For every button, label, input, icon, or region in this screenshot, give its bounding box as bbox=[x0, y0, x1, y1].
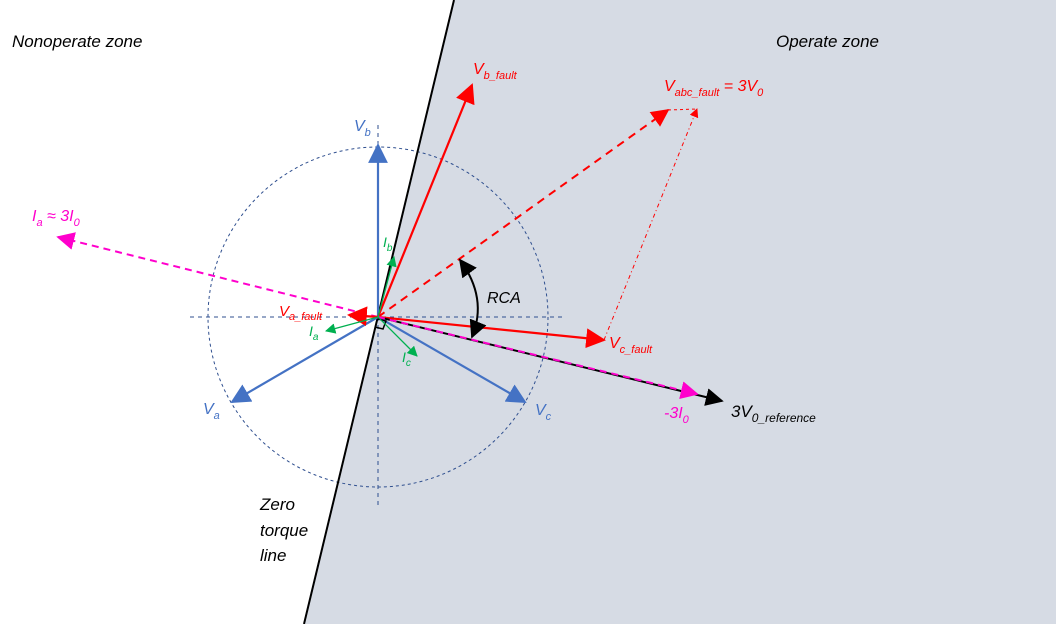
vc-label: Vc bbox=[535, 402, 552, 423]
vabc-fault-label: Vabc_fault = 3V0 bbox=[664, 78, 764, 99]
vb-fault-phasor bbox=[376, 83, 475, 318]
va-fault-label: Va_fault bbox=[279, 303, 323, 323]
ia-label: Ia bbox=[309, 323, 319, 343]
ref-phasor bbox=[377, 316, 724, 406]
vc-fault-phasor bbox=[377, 315, 606, 349]
ia-3i0-phasor bbox=[56, 232, 379, 318]
rca-label: RCA bbox=[487, 290, 521, 307]
operate-zone-label: Operate zone bbox=[776, 32, 879, 51]
ia-phasor bbox=[324, 316, 379, 334]
ib-label: Ib bbox=[383, 234, 393, 254]
vc-phasor bbox=[377, 316, 527, 403]
ic-phasor bbox=[377, 316, 418, 357]
right-angle-marker bbox=[374, 318, 387, 330]
va-fault-phasor bbox=[347, 306, 379, 327]
zero-torque-label-2: torque bbox=[260, 521, 308, 540]
zero-torque-label-1: Zero bbox=[259, 495, 295, 514]
vabc-fault-phasor bbox=[377, 108, 670, 318]
vabc-construction-vertical bbox=[603, 108, 699, 341]
vabc-construction-horizontal bbox=[667, 108, 698, 111]
operate-zone-region bbox=[304, 0, 1056, 624]
neg-3i0-phasor bbox=[377, 316, 699, 399]
rca-arc bbox=[458, 258, 487, 339]
ref-label: 3V0_reference bbox=[731, 402, 816, 425]
neg-3i0-label: -3I0 bbox=[664, 405, 690, 426]
nonoperate-zone-label: Nonoperate zone bbox=[12, 32, 142, 51]
ib-phasor bbox=[377, 255, 397, 318]
zero-torque-label-3: line bbox=[260, 546, 286, 565]
ic-label: Ic bbox=[402, 349, 411, 369]
vb-fault-label: Vb_fault bbox=[473, 61, 518, 82]
ia-3i0-label: Ia ≈ 3I0 bbox=[32, 208, 81, 229]
va-phasor bbox=[230, 316, 379, 403]
vc-fault-label: Vc_fault bbox=[609, 335, 653, 356]
va-label: Va bbox=[203, 401, 220, 422]
vb-label: Vb bbox=[354, 118, 371, 139]
